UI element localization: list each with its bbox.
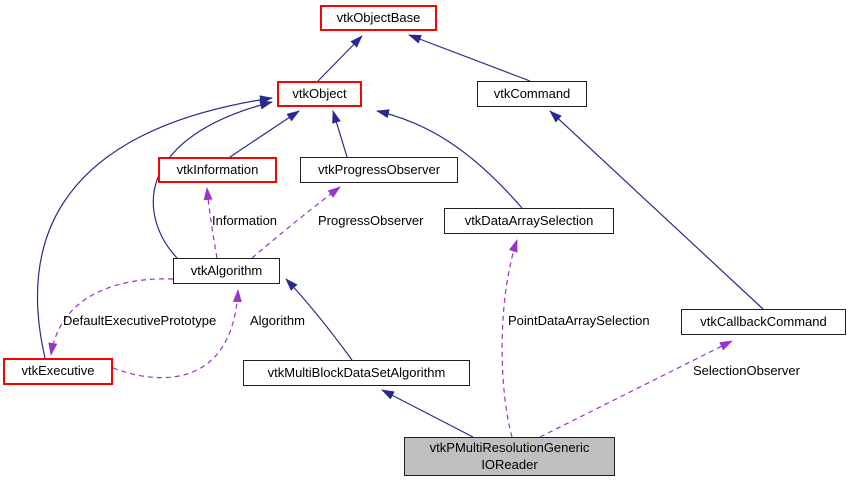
edge-vtkPMultiResolutionGenericIOReader-to-vtkCallbackCommand bbox=[539, 340, 733, 438]
class-node-label: vtkPMultiResolutionGeneric bbox=[429, 440, 590, 456]
edge-label-Algorithm: Algorithm bbox=[250, 313, 305, 328]
edge-label-ProgressObserver: ProgressObserver bbox=[318, 213, 424, 228]
class-node-label: vtkAlgorithm bbox=[190, 262, 263, 278]
edge-vtkCallbackCommand-to-vtkCommand bbox=[549, 110, 764, 310]
edge-vtkPMultiResolutionGenericIOReader-to-vtkMultiBlockDataSetAlgorithm bbox=[381, 389, 474, 438]
edge-vtkAlgorithm-to-vtkInformation bbox=[203, 187, 218, 259]
class-node-label: vtkDataArraySelection bbox=[464, 212, 594, 228]
edge-vtkAlgorithm-to-vtkExecutive bbox=[48, 278, 174, 356]
edge-vtkInformation-to-vtkObject bbox=[229, 110, 300, 158]
edge-vtkCommand-to-vtkObjectBase bbox=[408, 34, 531, 82]
class-node-label: vtkMultiBlockDataSetAlgorithm bbox=[267, 364, 446, 380]
edge-vtkExecutive-to-vtkObject bbox=[36, 95, 273, 359]
class-node-label: vtkCallbackCommand bbox=[700, 313, 827, 329]
class-node-label: IOReader bbox=[481, 456, 538, 472]
class-node-label: vtkExecutive bbox=[21, 363, 95, 379]
class-node-label: vtkObject bbox=[292, 85, 347, 101]
class-node-label: vtkProgressObserver bbox=[317, 161, 441, 177]
edge-label-SelectionObserver: SelectionObserver bbox=[693, 363, 800, 378]
edge-label-DefaultExecutivePrototype: DefaultExecutivePrototype bbox=[63, 313, 217, 328]
class-node-vtkObjectBase[interactable]: vtkObjectBase bbox=[320, 5, 437, 31]
class-node-vtkAlgorithm[interactable]: vtkAlgorithm bbox=[173, 258, 280, 284]
class-node-vtkMultiBlockDataSetAlgorithm[interactable]: vtkMultiBlockDataSetAlgorithm bbox=[243, 360, 470, 386]
class-node-vtkDataArraySelection[interactable]: vtkDataArraySelection bbox=[444, 208, 614, 234]
edge-vtkPMultiResolutionGenericIOReader-to-vtkDataArraySelection bbox=[501, 239, 518, 438]
edge-label-Information: Information bbox=[212, 213, 278, 228]
class-node-vtkExecutive[interactable]: vtkExecutive bbox=[3, 358, 113, 385]
edge-vtkProgressObserver-to-vtkObject bbox=[332, 110, 348, 158]
class-node-vtkProgressObserver[interactable]: vtkProgressObserver bbox=[300, 157, 458, 183]
edge-vtkMultiBlockDataSetAlgorithm-to-vtkAlgorithm bbox=[285, 278, 353, 361]
edge-vtkExecutive-to-vtkAlgorithm bbox=[112, 289, 242, 379]
class-node-label: vtkCommand bbox=[493, 85, 571, 101]
edge-vtkDataArraySelection-to-vtkObject bbox=[376, 109, 523, 209]
edge-vtkAlgorithm-to-vtkProgressObserver bbox=[251, 186, 341, 259]
edge-label-PointDataArraySelection: PointDataArraySelection bbox=[508, 313, 650, 328]
class-node-vtkInformation[interactable]: vtkInformation bbox=[158, 157, 277, 183]
class-node-label: vtkObjectBase bbox=[336, 9, 421, 25]
class-node-vtkCallbackCommand[interactable]: vtkCallbackCommand bbox=[681, 309, 846, 335]
class-node-label: vtkInformation bbox=[176, 161, 259, 177]
class-node-vtkCommand[interactable]: vtkCommand bbox=[477, 81, 587, 107]
class-node-vtkObject[interactable]: vtkObject bbox=[277, 81, 362, 107]
edge-vtkObject-to-vtkObjectBase bbox=[317, 35, 363, 82]
